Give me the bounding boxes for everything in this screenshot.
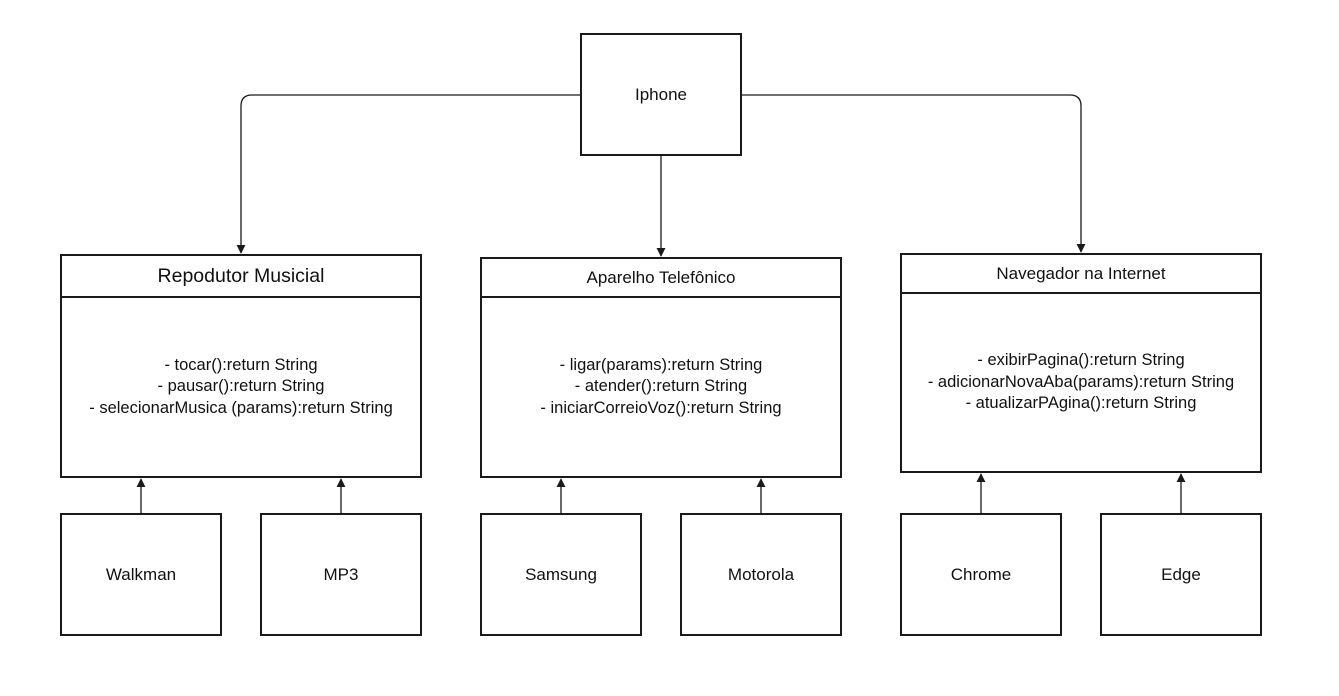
chrome-box: Chrome bbox=[900, 513, 1062, 636]
class-header: Repodutor Musicial bbox=[62, 256, 420, 298]
connector-iphone-to-music-player bbox=[236, 94, 581, 254]
walkman-box: Walkman bbox=[60, 513, 222, 636]
method-item: - atender():return String bbox=[574, 377, 748, 396]
class-header: Aparelho Telefônico bbox=[482, 259, 840, 298]
samsung-box: Samsung bbox=[480, 513, 642, 636]
connector-iphone-to-browser bbox=[741, 94, 1086, 253]
class-phone: Aparelho Telefônico - ligar(params):retu… bbox=[480, 257, 842, 478]
motorola-box: Motorola bbox=[680, 513, 842, 636]
method-item: - ligar(params):return String bbox=[559, 355, 763, 374]
walkman-label: Walkman bbox=[105, 564, 177, 584]
mp3-label: MP3 bbox=[323, 564, 359, 584]
iphone-box: Iphone bbox=[580, 33, 742, 156]
motorola-label: Motorola bbox=[727, 564, 795, 584]
chrome-label: Chrome bbox=[950, 564, 1012, 584]
method-item: - iniciarCorreioVoz():return String bbox=[540, 398, 782, 417]
edge-box: Edge bbox=[1100, 513, 1262, 636]
class-title: Navegador na Internet bbox=[996, 263, 1166, 283]
class-header: Navegador na Internet bbox=[902, 255, 1260, 294]
class-browser: Navegador na Internet - exibirPagina():r… bbox=[900, 253, 1262, 473]
method-item: - exibirPagina():return String bbox=[977, 351, 1185, 370]
class-title: Repodutor Musicial bbox=[157, 264, 325, 287]
method-item: - adicionarNovaAba(params):return String bbox=[927, 372, 1235, 391]
method-item: - pausar():return String bbox=[157, 377, 325, 396]
class-methods: - ligar(params):return String - atender(… bbox=[482, 298, 840, 476]
method-item: - atualizarPAgina():return String bbox=[965, 394, 1197, 413]
method-item: - selecionarMusica (params):return Strin… bbox=[89, 398, 393, 417]
class-music-player: Repodutor Musicial - tocar():return Stri… bbox=[60, 254, 422, 478]
class-methods: - tocar():return String - pausar():retur… bbox=[62, 298, 420, 476]
samsung-label: Samsung bbox=[525, 564, 597, 584]
method-item: - tocar():return String bbox=[164, 355, 318, 374]
class-title: Aparelho Telefônico bbox=[586, 267, 736, 287]
edge-label: Edge bbox=[1161, 564, 1201, 584]
iphone-label: Iphone bbox=[635, 84, 687, 104]
class-methods: - exibirPagina():return String - adicion… bbox=[902, 294, 1260, 471]
mp3-box: MP3 bbox=[260, 513, 422, 636]
